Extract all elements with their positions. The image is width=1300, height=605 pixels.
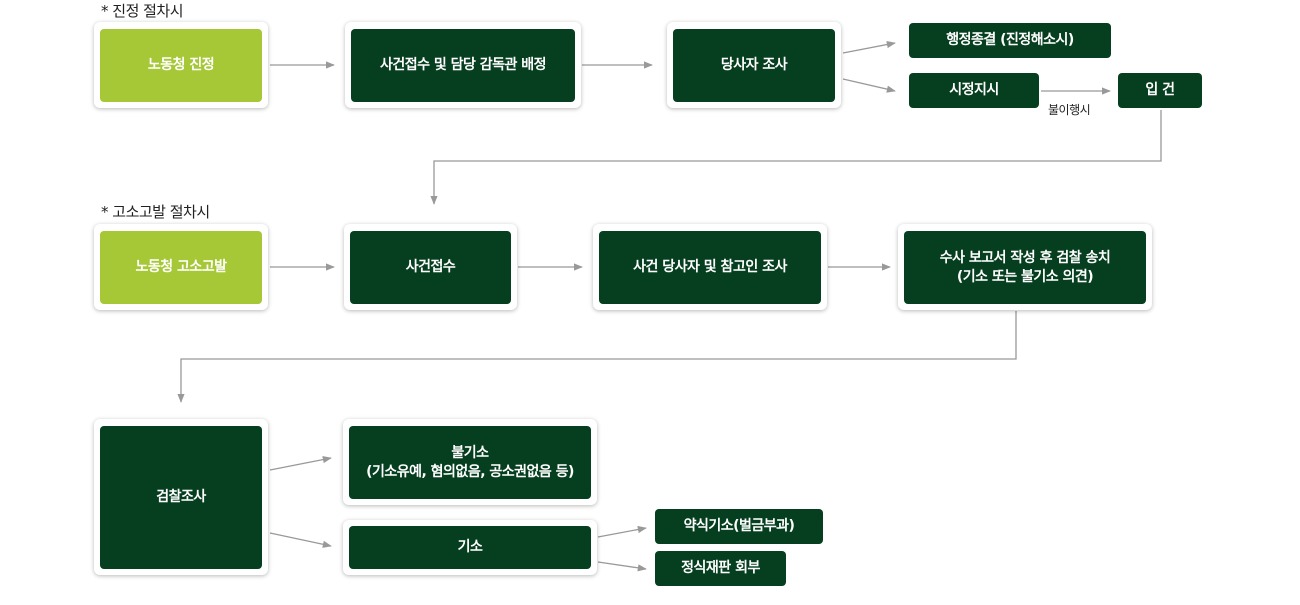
step-party-witness-investigation: 사건 당사자 및 참고인 조사 <box>599 231 821 304</box>
step-indictment: 기소 <box>349 526 591 569</box>
step-report-referral: 수사 보고서 작성 후 검찰 송치 (기소 또는 불기소 의견) <box>904 231 1146 304</box>
step-case-filed: 입 건 <box>1118 73 1202 108</box>
section-title-complaint: * 고소고발 절차시 <box>101 203 210 221</box>
arrow-review-to-indictment <box>269 532 332 548</box>
step-summary-indictment: 약식기소(벌금부과) <box>655 509 823 544</box>
label-noncompliance: 불이행시 <box>1048 103 1091 117</box>
step-receipt-assignment: 사건접수 및 담당 감독관 배정 <box>351 29 575 102</box>
arrow-investigation-to-correction <box>842 78 896 93</box>
step-correction-order: 시정지시 <box>909 73 1039 108</box>
step-prosecution-review: 검찰조사 <box>100 426 262 569</box>
step-petition: 노동청 진정 <box>100 29 262 102</box>
arrow-indictment-to-summary <box>597 525 647 538</box>
step-party-investigation: 당사자 조사 <box>673 29 835 102</box>
connector-case-to-section2 <box>430 110 1162 205</box>
step-case-receipt: 사건접수 <box>350 231 511 304</box>
step-administrative-closure: 행정종결 (진정해소시) <box>909 23 1111 58</box>
step-non-indictment: 불기소 (기소유예, 혐의없음, 공소권없음 등) <box>349 426 591 499</box>
arrow-review-to-nonindictment <box>269 456 332 471</box>
arrow-indictment-to-trial <box>597 561 647 572</box>
section-title-petition: * 진정 절차시 <box>101 2 184 20</box>
step-complaint: 노동청 고소고발 <box>100 231 262 304</box>
step-formal-trial: 정식재판 회부 <box>655 551 786 586</box>
connector-report-to-section3 <box>177 311 1017 403</box>
arrow-investigation-to-closure <box>842 40 896 54</box>
